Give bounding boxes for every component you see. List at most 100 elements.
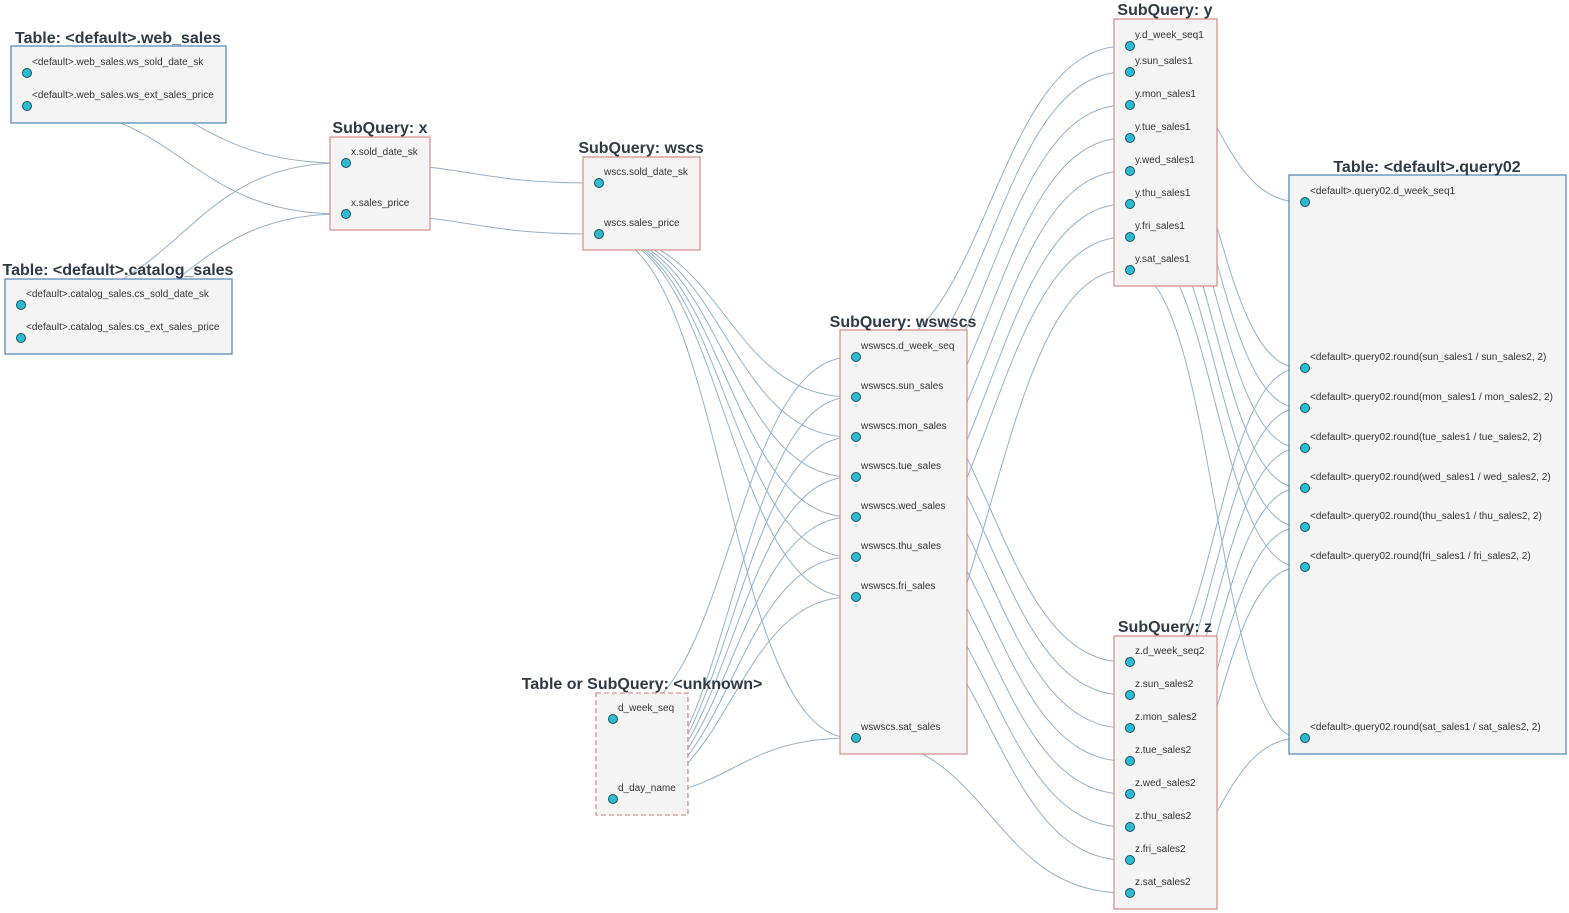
column-port-icon[interactable] [851, 512, 861, 522]
column-wswscs-wswscs-sat-sales[interactable]: wswscs.sat_sales [851, 722, 941, 743]
column-port-icon[interactable] [1300, 403, 1310, 413]
column-port-icon[interactable] [608, 794, 618, 804]
column-port-icon[interactable] [608, 714, 618, 724]
column-query02-default-query02-round-wed-sales1-wed-sales2-2[interactable]: <default>.query02.round(wed_sales1 / wed… [1300, 472, 1551, 493]
column-wswscs-wswscs-tue-sales[interactable]: wswscs.tue_sales [851, 461, 942, 482]
column-catalog_sales-default-catalog-sales-cs-ext-sales-price[interactable]: <default>.catalog_sales.cs_ext_sales_pri… [16, 322, 220, 343]
column-z-z-thu-sales2[interactable]: z.thu_sales2 [1125, 811, 1192, 832]
column-port-icon[interactable] [594, 178, 604, 188]
column-port-icon[interactable] [341, 209, 351, 219]
column-y-y-tue-sales1[interactable]: y.tue_sales1 [1125, 122, 1191, 143]
column-label: z.sat_sales2 [1135, 877, 1191, 888]
column-y-y-d-week-seq1[interactable]: y.d_week_seq1 [1125, 30, 1205, 51]
column-web_sales-default-web-sales-ws-sold-date-sk[interactable]: <default>.web_sales.ws_sold_date_sk [22, 57, 205, 78]
column-label: <default>.catalog_sales.cs_sold_date_sk [26, 289, 210, 300]
column-label: wswscs.mon_sales [860, 421, 947, 432]
column-catalog_sales-default-catalog-sales-cs-sold-date-sk[interactable]: <default>.catalog_sales.cs_sold_date_sk [16, 289, 210, 310]
node-query02[interactable]: Table: <default>.query02<default>.query0… [1288, 159, 1567, 755]
column-port-icon[interactable] [1125, 855, 1135, 865]
node-web_sales[interactable]: Table: <default>.web_sales<default>.web_… [10, 30, 227, 124]
column-port-icon[interactable] [1300, 443, 1310, 453]
column-port-icon[interactable] [851, 592, 861, 602]
column-port-icon[interactable] [1300, 562, 1310, 572]
column-label: d_week_seq [618, 703, 674, 714]
column-wswscs-wswscs-d-week-seq[interactable]: wswscs.d_week_seq [851, 341, 955, 362]
column-port-icon[interactable] [1125, 41, 1135, 51]
node-box-web_sales [10, 45, 227, 124]
column-port-icon[interactable] [851, 392, 861, 402]
column-port-icon[interactable] [1300, 363, 1310, 373]
column-y-y-mon-sales1[interactable]: y.mon_sales1 [1125, 89, 1197, 110]
column-wswscs-wswscs-sun-sales[interactable]: wswscs.sun_sales [851, 381, 944, 402]
column-port-icon[interactable] [1125, 166, 1135, 176]
column-port-icon[interactable] [851, 733, 861, 743]
column-port-icon[interactable] [1300, 197, 1310, 207]
column-port-icon[interactable] [1125, 133, 1135, 143]
column-port-icon[interactable] [851, 552, 861, 562]
column-port-icon[interactable] [341, 158, 351, 168]
column-port-icon[interactable] [22, 101, 32, 111]
column-query02-default-query02-round-sun-sales1-sun-sales2-2[interactable]: <default>.query02.round(sun_sales1 / sun… [1300, 352, 1547, 373]
column-wscs-wscs-sales-price[interactable]: wscs.sales_price [594, 218, 681, 239]
column-z-z-d-week-seq2[interactable]: z.d_week_seq2 [1125, 646, 1205, 667]
column-port-icon[interactable] [1125, 100, 1135, 110]
lineage-edge [598, 233, 852, 560]
column-z-z-tue-sales2[interactable]: z.tue_sales2 [1125, 745, 1192, 766]
column-wswscs-wswscs-wed-sales[interactable]: wswscs.wed_sales [851, 501, 946, 522]
column-port-icon[interactable] [16, 300, 26, 310]
column-port-icon[interactable] [851, 352, 861, 362]
column-port-icon[interactable] [1125, 232, 1135, 242]
column-query02-default-query02-d-week-seq1[interactable]: <default>.query02.d_week_seq1 [1300, 186, 1456, 207]
node-box-catalog_sales [4, 278, 233, 355]
column-port-icon[interactable] [1125, 67, 1135, 77]
column-z-z-fri-sales2[interactable]: z.fri_sales2 [1125, 844, 1187, 865]
column-port-icon[interactable] [594, 229, 604, 239]
column-query02-default-query02-round-fri-sales1-fri-sales2-2[interactable]: <default>.query02.round(fri_sales1 / fri… [1300, 551, 1531, 572]
column-port-icon[interactable] [1125, 789, 1135, 799]
column-port-icon[interactable] [1125, 199, 1135, 209]
column-z-z-sun-sales2[interactable]: z.sun_sales2 [1125, 679, 1194, 700]
column-z-z-sat-sales2[interactable]: z.sat_sales2 [1125, 877, 1192, 898]
column-port-icon[interactable] [1125, 265, 1135, 275]
column-x-x-sold-date-sk[interactable]: x.sold_date_sk [341, 147, 419, 168]
column-port-icon[interactable] [1125, 756, 1135, 766]
column-unknown-d-day-name[interactable]: d_day_name [608, 783, 677, 804]
column-port-icon[interactable] [1300, 483, 1310, 493]
node-wscs[interactable]: SubQuery: wscswscs.sold_date_skwscs.sale… [578, 140, 704, 251]
node-y[interactable]: SubQuery: yy.d_week_seq1y.sun_sales1y.mo… [1113, 2, 1218, 287]
node-unknown[interactable]: Table or SubQuery: <unknown>d_week_seqd_… [522, 676, 763, 816]
column-x-x-sales-price[interactable]: x.sales_price [341, 198, 410, 219]
column-y-y-wed-sales1[interactable]: y.wed_sales1 [1125, 155, 1196, 176]
column-query02-default-query02-round-mon-sales1-mon-sales2-2[interactable]: <default>.query02.round(mon_sales1 / mon… [1300, 392, 1553, 413]
column-query02-default-query02-round-tue-sales1-tue-sales2-2[interactable]: <default>.query02.round(tue_sales1 / tue… [1300, 432, 1542, 453]
column-port-icon[interactable] [1125, 888, 1135, 898]
column-query02-default-query02-round-sat-sales1-sat-sales2-2[interactable]: <default>.query02.round(sat_sales1 / sat… [1300, 722, 1541, 743]
column-y-y-sat-sales1[interactable]: y.sat_sales1 [1125, 254, 1191, 275]
column-query02-default-query02-round-thu-sales1-thu-sales2-2[interactable]: <default>.query02.round(thu_sales1 / thu… [1300, 511, 1542, 532]
column-port-icon[interactable] [851, 472, 861, 482]
column-wswscs-wswscs-thu-sales[interactable]: wswscs.thu_sales [851, 541, 942, 562]
column-z-z-wed-sales2[interactable]: z.wed_sales2 [1125, 778, 1197, 799]
column-port-icon[interactable] [1125, 822, 1135, 832]
column-y-y-fri-sales1[interactable]: y.fri_sales1 [1125, 221, 1186, 242]
column-port-icon[interactable] [1125, 690, 1135, 700]
node-catalog_sales[interactable]: Table: <default>.catalog_sales<default>.… [3, 262, 234, 355]
column-y-y-thu-sales1[interactable]: y.thu_sales1 [1125, 188, 1191, 209]
column-y-y-sun-sales1[interactable]: y.sun_sales1 [1125, 56, 1194, 77]
column-wscs-wscs-sold-date-sk[interactable]: wscs.sold_date_sk [594, 167, 689, 188]
column-wswscs-wswscs-mon-sales[interactable]: wswscs.mon_sales [851, 421, 947, 442]
column-port-icon[interactable] [1300, 522, 1310, 532]
node-x[interactable]: SubQuery: xx.sold_date_skx.sales_price [329, 120, 431, 231]
column-wswscs-wswscs-fri-sales[interactable]: wswscs.fri_sales [851, 581, 936, 602]
column-z-z-mon-sales2[interactable]: z.mon_sales2 [1125, 712, 1198, 733]
column-unknown-d-week-seq[interactable]: d_week_seq [608, 703, 675, 724]
column-web_sales-default-web-sales-ws-ext-sales-price[interactable]: <default>.web_sales.ws_ext_sales_price [22, 90, 215, 111]
node-wswscs[interactable]: SubQuery: wswscswswscs.d_week_seqwswscs.… [830, 314, 977, 755]
column-port-icon[interactable] [1125, 657, 1135, 667]
column-port-icon[interactable] [1125, 723, 1135, 733]
column-port-icon[interactable] [851, 432, 861, 442]
column-port-icon[interactable] [1300, 733, 1310, 743]
column-port-icon[interactable] [22, 68, 32, 78]
node-z[interactable]: SubQuery: zz.d_week_seq2z.sun_sales2z.mo… [1113, 619, 1218, 910]
column-port-icon[interactable] [16, 333, 26, 343]
